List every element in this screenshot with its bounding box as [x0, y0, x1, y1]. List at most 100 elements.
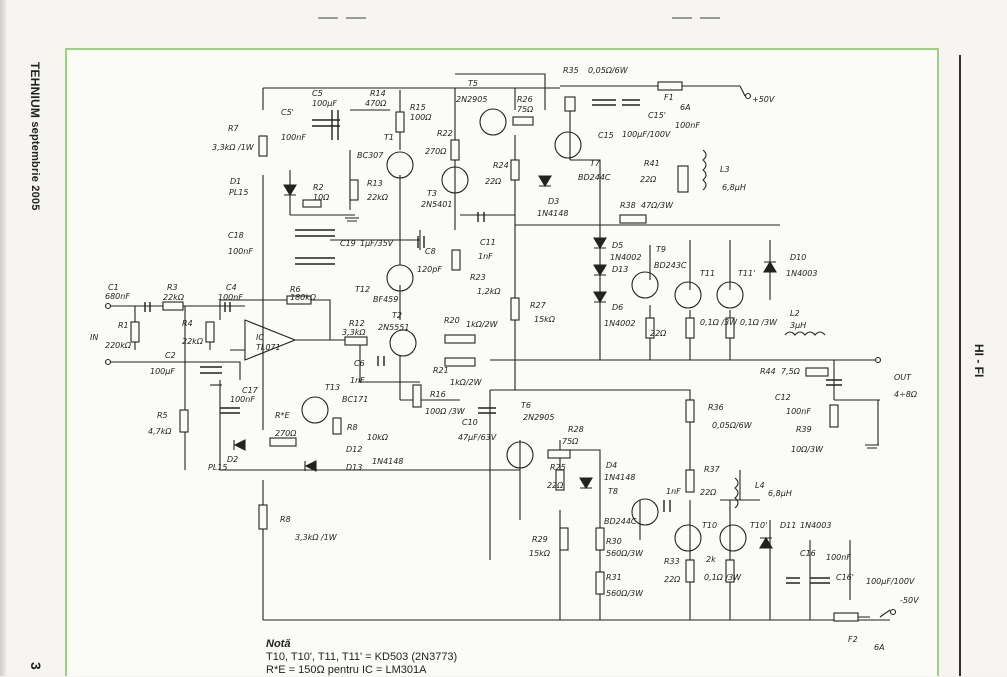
transistor-t6 [506, 441, 534, 469]
note-heading: Notă [266, 638, 291, 650]
resistor-01c [725, 559, 735, 583]
label-r39: R39 [796, 425, 812, 434]
label-r12-val: 3,3kΩ [342, 328, 366, 337]
label-r2: R2 [313, 183, 324, 192]
label-t11p: T11' [738, 269, 755, 278]
resistor-r16 [412, 384, 422, 408]
schematic-wires [110, 73, 891, 621]
label-t1: T1 [384, 133, 394, 142]
label-c1: C1 [108, 283, 119, 292]
resistor-r30 [595, 527, 605, 551]
diode-d2 [233, 439, 246, 451]
inductor-l3 [702, 149, 707, 191]
label-d11-type: 1N4003 [800, 521, 831, 530]
label-r35-val: 0,05Ω/6W [588, 66, 629, 75]
label-r4-val: 22kΩ [182, 337, 204, 346]
label-t8-type: BD244C [604, 517, 637, 526]
label-d4-type: 1N4148 [604, 473, 635, 482]
minus50-terminal [889, 608, 897, 616]
label-t6: T6 [521, 401, 531, 410]
label-plus50: +50V [752, 95, 775, 104]
transistor-t13 [301, 396, 329, 424]
label-r21-val: 1kΩ/2W [450, 378, 483, 387]
transistor-symbols [301, 108, 747, 552]
label-f1-val: 6A [680, 103, 691, 112]
diode-d1 [283, 184, 297, 197]
diode-d13 [593, 264, 607, 277]
label-d6: D6 [612, 303, 623, 312]
resistor-r20 [444, 334, 476, 344]
label-r8-val: 3,3kΩ /1W [295, 533, 338, 542]
label-l4-val: 6,8µH [768, 489, 792, 498]
label-f2: F2 [848, 635, 858, 644]
label-r44-val: 7,5Ω [781, 367, 801, 376]
label-c15p: C15' [648, 111, 666, 120]
label-re: R*E [275, 411, 291, 420]
label-c1-val: 680nF [105, 292, 130, 301]
label-r30: R30 [606, 537, 622, 546]
label-t12: T12 [355, 285, 370, 294]
capacitor-c5p [312, 119, 340, 127]
resistor-r26 [512, 116, 534, 126]
diode-symbols [233, 175, 777, 549]
label-r31-val: 560Ω/3W [606, 589, 644, 598]
label-r8: R8 [280, 515, 291, 524]
transistor-t9 [631, 271, 659, 299]
label-c19-val: 1µF/35V [360, 239, 394, 248]
terminal-symbols [104, 92, 897, 616]
label-r7: R7 [228, 124, 240, 133]
label-r23: R23 [470, 273, 486, 282]
resistor-r38 [619, 214, 647, 224]
label-t5: T5 [468, 79, 478, 88]
label-c5p: C5' [281, 108, 294, 117]
label-c5: C5 [312, 89, 323, 98]
label-c16-val: 100nF [826, 553, 851, 562]
label-r3-val: 22kΩ [163, 293, 185, 302]
label-c16: C16 [800, 549, 816, 558]
label-r27: R27 [530, 301, 547, 310]
label-r30-val: 560Ω/3W [606, 549, 644, 558]
label-minus50: -50V [900, 596, 919, 605]
label-c15p-val: 100nF [675, 121, 700, 130]
transistor-t11p [716, 281, 744, 309]
label-r01b: 0,1Ω /3W [740, 318, 778, 327]
label-r44: R44 [760, 367, 776, 376]
capacitor-c6 [377, 356, 385, 366]
label-r38: R38 [620, 201, 636, 210]
ground-2 [865, 400, 879, 449]
label-r8b-val: 10kΩ [367, 433, 389, 442]
label-t7-type: BD244C [578, 173, 611, 182]
label-r24-val: 22Ω [485, 177, 502, 186]
resistor-01b [725, 317, 735, 339]
capacitor-1nf [663, 500, 671, 512]
label-d5: D5 [612, 241, 623, 250]
capacitor-c15 [592, 99, 616, 106]
resistor-r7 [258, 135, 268, 157]
label-d3: D3 [548, 197, 559, 206]
label-r7-val: 3,3kΩ /1W [212, 143, 255, 152]
label-c12-val: 100nF [786, 407, 811, 416]
label-d6-type: 1N4002 [604, 319, 635, 328]
label-d5-type: 1N4002 [610, 253, 641, 262]
label-d2: D2 [227, 455, 238, 464]
diode-d5 [593, 237, 607, 250]
label-r01c: 0,1Ω /3W [704, 573, 742, 582]
label-c10: C10 [462, 418, 478, 427]
resistor-r23 [451, 249, 461, 271]
label-ic-type: TL071 [256, 343, 281, 352]
label-r26: R26 [517, 95, 533, 104]
section-title: HI - FI [972, 340, 986, 382]
label-d11: D11 [780, 521, 796, 530]
page-binding [0, 0, 6, 676]
label-r20-val: 1kΩ/2W [466, 320, 499, 329]
transistor-t10 [674, 524, 702, 552]
label-r13-val: 22kΩ [367, 193, 389, 202]
label-r24: R24 [493, 161, 509, 170]
label-t2-type: 2N5551 [378, 323, 409, 332]
label-in: IN [90, 333, 98, 342]
capacitor-c16 [786, 577, 800, 584]
label-d13b: D13 [346, 463, 362, 472]
fuse-f2 [833, 612, 859, 622]
label-1nf: 1nF [666, 487, 681, 496]
